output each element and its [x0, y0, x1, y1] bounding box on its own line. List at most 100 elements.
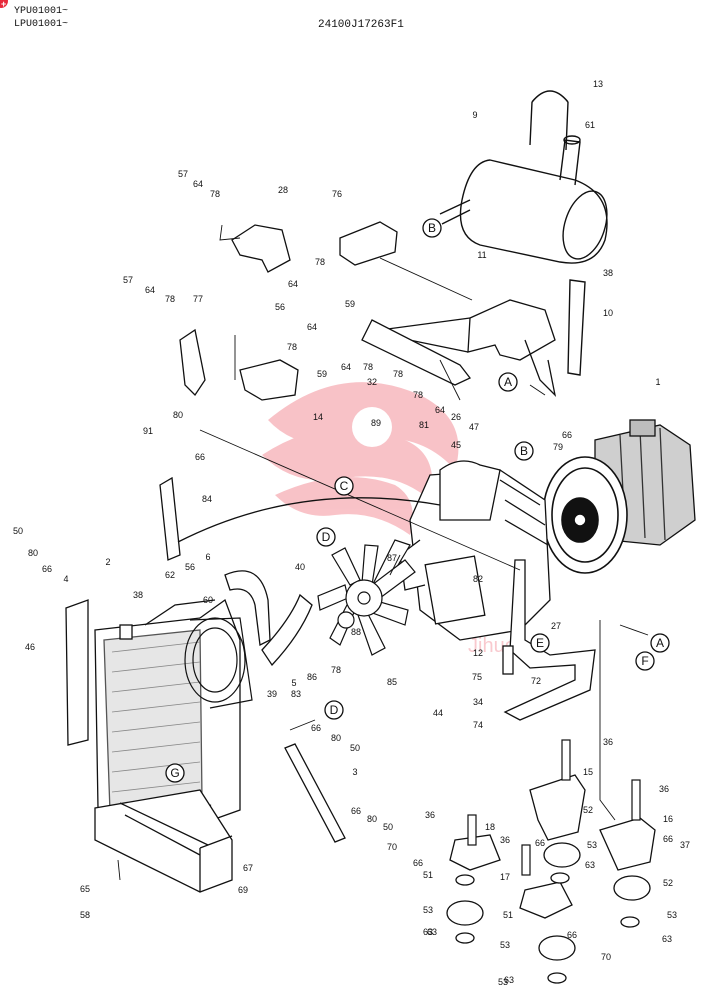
part-number-label: 66 [351, 806, 361, 816]
part-number-label: 64 [288, 279, 298, 289]
reference-marker-f: F [635, 651, 655, 671]
part-number-label: 80 [331, 733, 341, 743]
bottom-guard [94, 789, 233, 893]
part-number-label: 56 [275, 302, 285, 312]
part-number-label: 69 [238, 885, 248, 895]
part-number-label: 61 [585, 120, 595, 130]
part-number-label: 18 [485, 822, 495, 832]
upper-brackets [179, 221, 472, 401]
callout-labels: 1234569101112131415161718262728323436373… [13, 79, 690, 987]
part-number-label: 78 [331, 665, 341, 675]
part-number-label: 85 [387, 677, 397, 687]
part-number-label: 52 [663, 878, 673, 888]
part-number-label: 9 [472, 110, 477, 120]
part-number-label: 3 [352, 767, 357, 777]
part-number-label: 78 [165, 294, 175, 304]
part-number-label: 50 [13, 526, 23, 536]
reference-marker-d: D [316, 527, 336, 547]
part-number-label: 64 [435, 405, 445, 415]
part-number-label: 51 [503, 910, 513, 920]
part-number-label: 1 [655, 377, 660, 387]
part-number-label: 72 [531, 676, 541, 686]
part-number-label: 11 [477, 250, 486, 260]
part-number-label: 66 [195, 452, 205, 462]
part-number-label: 34 [473, 697, 483, 707]
reference-marker-letter: A [656, 636, 664, 650]
part-number-label: 37 [680, 840, 690, 850]
part-number-label: 63 [423, 927, 433, 937]
reference-marker-letter: C [340, 479, 349, 493]
reference-marker-a: A [498, 372, 518, 392]
part-number-label: 56 [185, 562, 195, 572]
mount-bolts [467, 739, 641, 876]
part-number-label: 79 [553, 442, 563, 452]
fan-shroud [184, 617, 253, 709]
part-number-label: 63 [504, 975, 514, 985]
part-number-label: 50 [383, 822, 393, 832]
cooling-fan [317, 539, 416, 656]
part-number-label: 60 [203, 595, 213, 605]
part-number-label: 74 [473, 720, 483, 730]
watermark-logo [262, 382, 459, 535]
reference-marker-c: C [334, 476, 354, 496]
part-number-label: 67 [243, 863, 253, 873]
reference-marker-letter: E [536, 636, 544, 650]
part-number-label: 53 [500, 940, 510, 950]
part-number-label: 64 [193, 179, 203, 189]
reference-marker-letter: A [504, 375, 512, 389]
part-number-label: 66 [311, 723, 321, 733]
part-number-label: 86 [307, 672, 317, 682]
part-number-label: 64 [145, 285, 155, 295]
part-number-label: 47 [469, 422, 479, 432]
part-number-label: 66 [562, 430, 572, 440]
part-number-label: 66 [535, 838, 545, 848]
part-number-label: 70 [601, 952, 611, 962]
part-number-label: 15 [583, 767, 593, 777]
part-number-label: 16 [663, 814, 673, 824]
part-number-label: 78 [363, 362, 373, 372]
part-number-label: 52 [583, 805, 593, 815]
guide-lines [117, 224, 649, 881]
reference-marker-letter: D [330, 703, 339, 717]
part-number-label: 59 [317, 369, 327, 379]
part-number-label: 36 [425, 810, 435, 820]
part-number-label: 66 [42, 564, 52, 574]
part-number-label: 27 [551, 621, 561, 631]
reference-marker-e: E [530, 633, 550, 653]
serial-range-1: YPU01001~ [14, 6, 69, 17]
part-number-label: 12 [473, 648, 483, 658]
part-number-label: 14 [313, 412, 323, 422]
part-number-label: 77 [193, 294, 203, 304]
part-number-label: 63 [427, 927, 437, 937]
part-number-label: 76 [332, 189, 342, 199]
reference-marker-letter: B [428, 221, 436, 235]
part-number-label: 78 [413, 390, 423, 400]
stay-rod-3 [284, 743, 346, 843]
part-number-label: 78 [315, 257, 325, 267]
part-number-label: 51 [423, 870, 433, 880]
reference-marker-g: G [165, 763, 185, 783]
part-number-label: 36 [500, 835, 510, 845]
part-number-label: 78 [287, 342, 297, 352]
reference-marker-letter: F [641, 654, 648, 668]
part-number-label: 36 [603, 737, 613, 747]
part-number-label: 44 [433, 708, 443, 718]
part-number-label: 26 [451, 412, 461, 422]
part-number-label: 66 [567, 930, 577, 940]
part-number-label: 4 [63, 574, 68, 584]
reference-marker-letter: D [322, 530, 331, 544]
part-number-label: 36 [659, 784, 669, 794]
part-number-label: 53 [423, 905, 433, 915]
reference-marker-d: D [324, 700, 344, 720]
part-number-label: 83 [291, 689, 301, 699]
part-number-label: 38 [603, 268, 613, 278]
part-number-label: 46 [25, 642, 35, 652]
part-number-label: 75 [472, 672, 482, 682]
part-number-label: 10 [603, 308, 613, 318]
part-number-label: 84 [202, 494, 212, 504]
part-number-label: 6 [205, 552, 210, 562]
part-number-label: 57 [123, 275, 133, 285]
part-number-label: 63 [585, 860, 595, 870]
